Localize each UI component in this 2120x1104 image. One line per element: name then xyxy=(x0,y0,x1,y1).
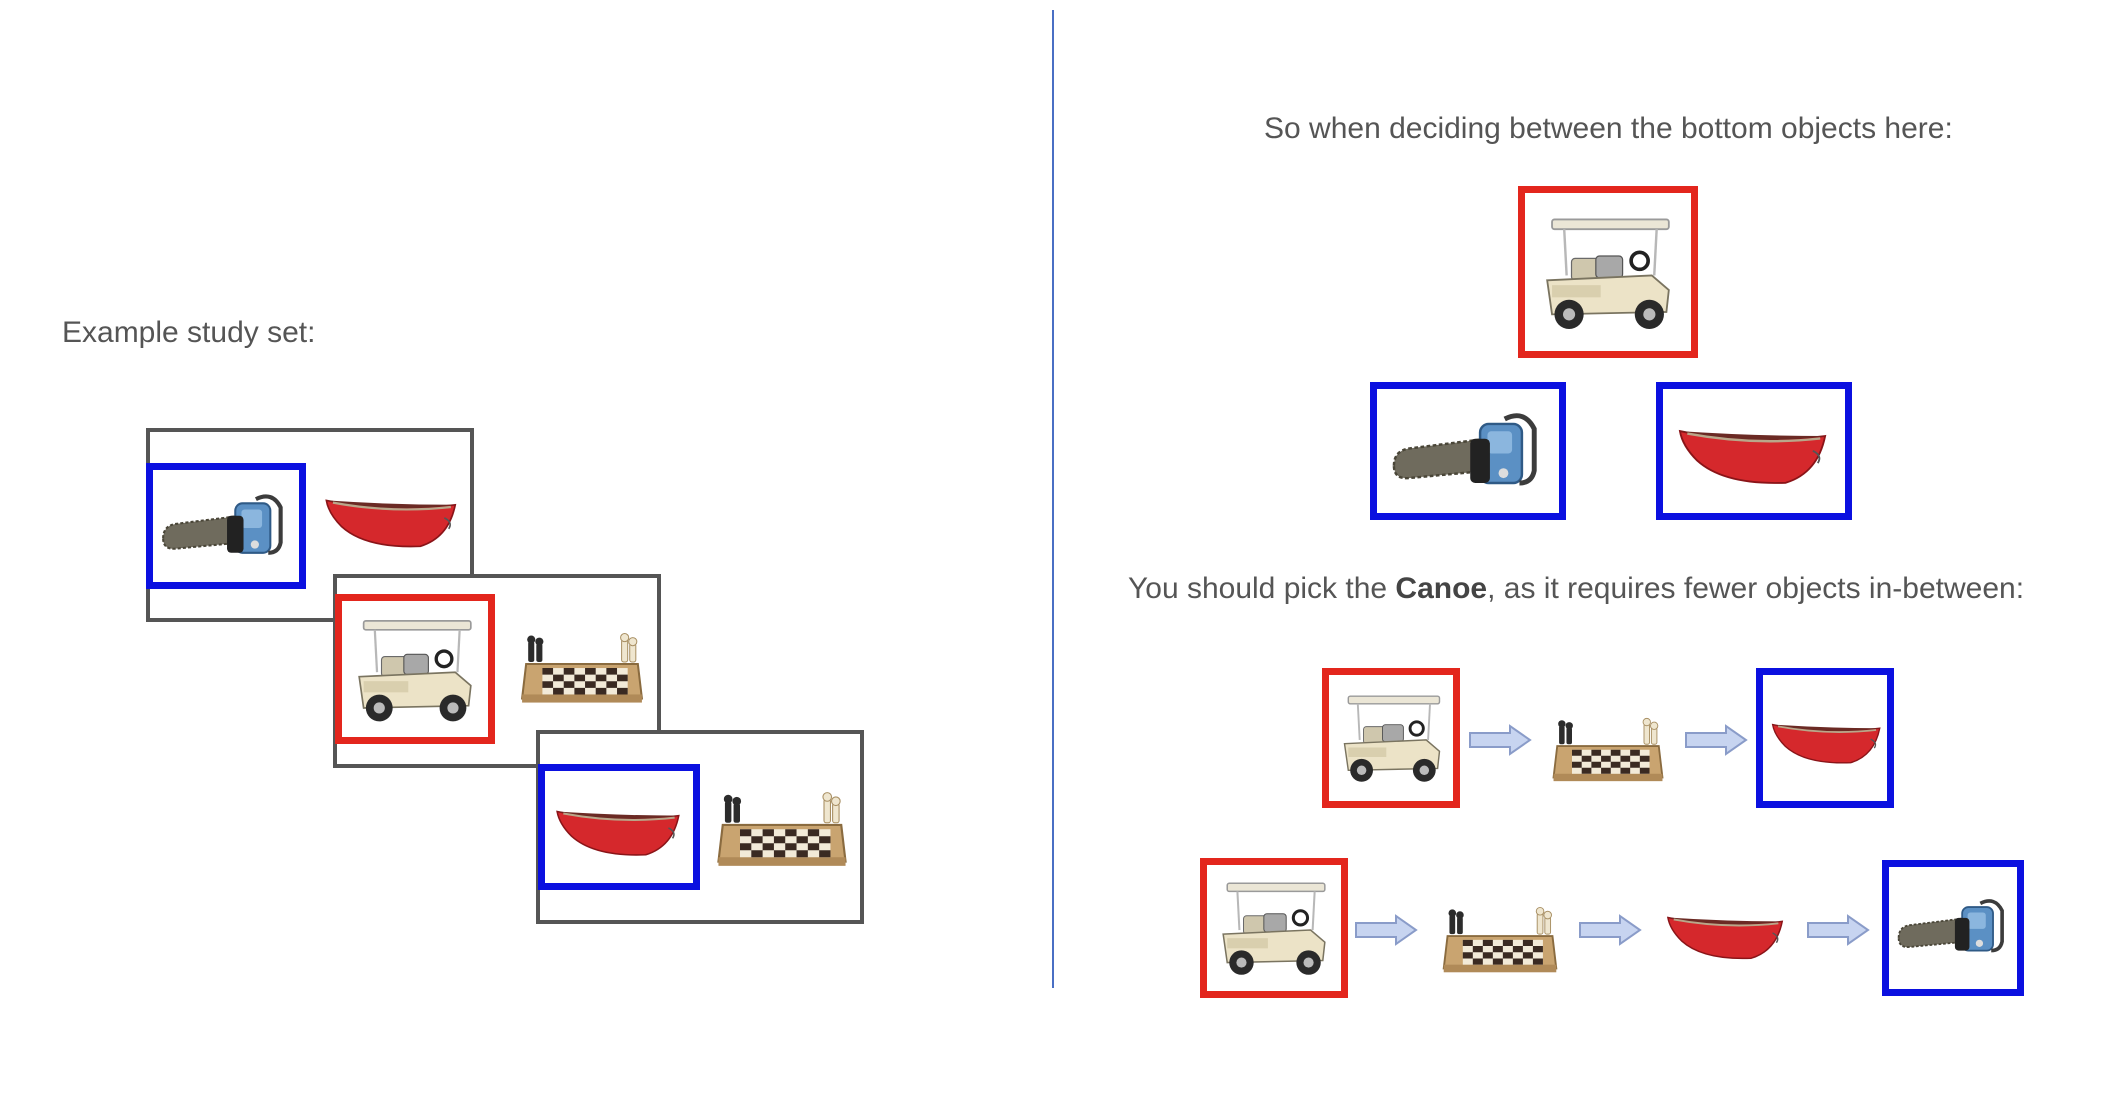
answer-suffix: , as it requires fewer objects in-betwee… xyxy=(1487,572,2025,605)
arrow-icon xyxy=(1468,724,1532,756)
canoe-icon xyxy=(1769,705,1887,775)
choice-canoe-frame xyxy=(1656,382,1852,520)
probe-golf-cart-frame xyxy=(1518,186,1698,358)
study-set-heading: Example study set: xyxy=(62,316,316,349)
path-2-chainsaw-frame xyxy=(1882,860,2024,996)
answer-prefix: You should pick the xyxy=(1128,572,1396,605)
choice-chainsaw-frame xyxy=(1370,382,1566,520)
golf-cart-icon xyxy=(348,611,482,729)
path-1-canoe-frame xyxy=(1756,668,1894,808)
study-card-3-canoe-frame xyxy=(538,764,700,890)
chainsaw-icon xyxy=(1389,401,1549,501)
arrow-icon xyxy=(1806,914,1870,946)
arrow-icon xyxy=(1354,914,1418,946)
panel-divider xyxy=(1052,10,1054,988)
chessboard-icon xyxy=(1548,704,1668,790)
answer-text: You should pick the Canoe, as it require… xyxy=(1128,572,2024,606)
arrow-icon xyxy=(1684,724,1748,756)
path-2-golf-cart-frame xyxy=(1200,858,1348,998)
arrow-icon xyxy=(1578,914,1642,946)
golf-cart-icon xyxy=(1213,873,1335,983)
chainsaw-icon xyxy=(159,480,293,572)
chessboard-icon xyxy=(1438,892,1562,982)
golf-cart-icon xyxy=(1535,203,1681,343)
canoe-icon xyxy=(553,789,687,869)
canoe-icon xyxy=(1664,896,1790,972)
path-1-golf-cart-frame xyxy=(1322,668,1460,808)
study-card-1-chainsaw-frame xyxy=(146,463,306,589)
canoe-icon xyxy=(1675,407,1835,497)
study-card-2-golf-cart-frame xyxy=(335,594,495,744)
chainsaw-icon xyxy=(1895,885,2013,969)
question-text: So when deciding between the bottom obje… xyxy=(1264,112,1953,145)
chessboard-icon xyxy=(712,776,852,876)
golf-cart-icon xyxy=(1335,683,1449,793)
canoe-icon xyxy=(322,476,464,562)
answer-choice: Canoe xyxy=(1395,572,1488,605)
chessboard-icon xyxy=(516,618,648,712)
